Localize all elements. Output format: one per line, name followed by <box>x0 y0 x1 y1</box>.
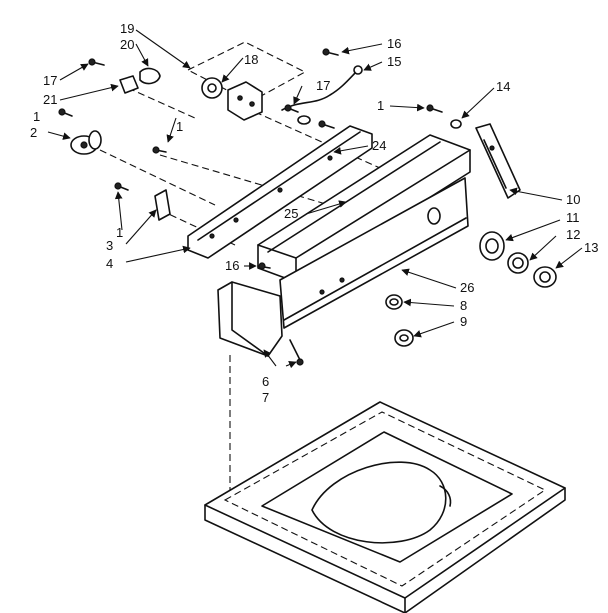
callout-7: 7 <box>262 390 269 405</box>
callout-4: 4 <box>106 256 113 271</box>
callout-11: 11 <box>566 210 580 225</box>
callout-9: 9 <box>460 314 467 329</box>
callout-17: 17 <box>43 73 57 88</box>
console-face <box>279 177 469 329</box>
callout-2: 2 <box>30 125 37 140</box>
callout-15: 15 <box>387 54 401 69</box>
callout-16: 16 <box>225 258 239 273</box>
callout-14: 14 <box>496 79 510 94</box>
callout-6: 6 <box>262 374 269 389</box>
callout-26: 26 <box>460 280 474 295</box>
screw <box>152 146 167 154</box>
leaders <box>47 29 583 369</box>
callout-labels: 19 20 18 16 15 17 21 1 2 14 24 1 10 11 1… <box>30 21 598 405</box>
callout-1: 1 <box>176 119 183 134</box>
knobs-8-9 <box>385 294 414 347</box>
callout-12: 12 <box>566 227 580 242</box>
callout-17: 17 <box>316 78 330 93</box>
switch-assembly <box>88 58 161 94</box>
callout-21: 21 <box>43 92 57 107</box>
knob-assembly <box>58 108 102 155</box>
console-panel <box>257 134 471 283</box>
cabinet-top <box>204 401 566 613</box>
callout-3: 3 <box>106 238 113 253</box>
callout-1: 1 <box>33 109 40 124</box>
callout-8: 8 <box>460 298 467 313</box>
callout-20: 20 <box>120 37 134 52</box>
callout-18: 18 <box>244 52 258 67</box>
callout-10: 10 <box>566 192 580 207</box>
callout-24: 24 <box>372 138 386 153</box>
end-cap <box>217 281 304 366</box>
callout-25: 25 <box>284 206 298 221</box>
timer-bracket <box>201 77 263 121</box>
screw-16 <box>257 262 271 270</box>
rings-knobs <box>479 231 557 288</box>
bracket-3 <box>114 182 171 221</box>
callout-1: 1 <box>116 225 123 240</box>
end-bracket <box>426 104 521 199</box>
callout-16: 16 <box>387 36 401 51</box>
callout-19: 19 <box>120 21 134 36</box>
callout-1: 1 <box>377 98 384 113</box>
callout-13: 13 <box>584 240 598 255</box>
